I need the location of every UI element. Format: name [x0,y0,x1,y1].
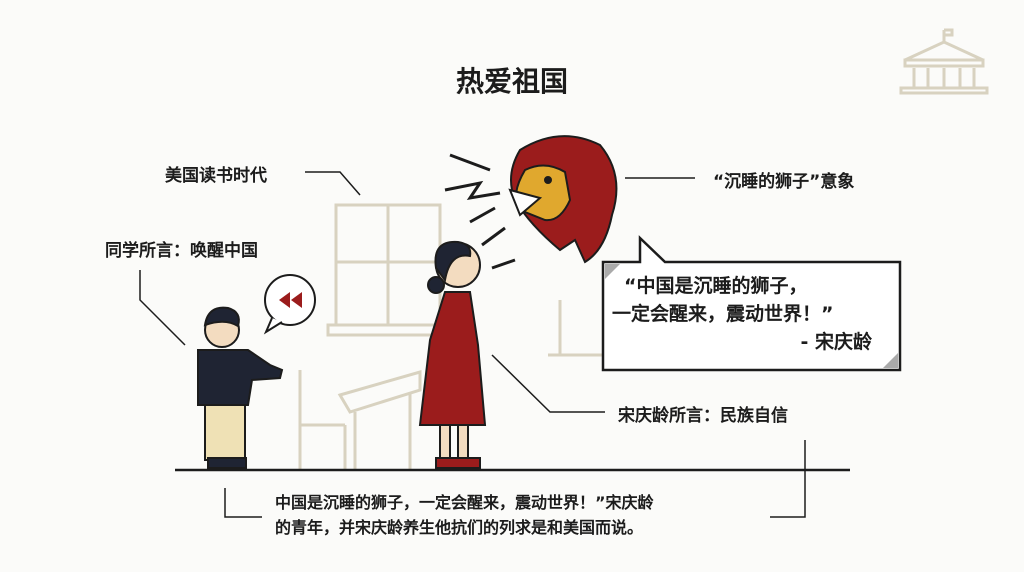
label-lion-image: “沉睡的狮子”意象 [713,172,855,192]
caption-line-2: 的青年，并宋庆龄养生他抗们的列求是和美国而说。 [275,518,644,537]
rewind-icon [279,292,302,308]
chair [298,370,422,470]
page-title: 热爱祖国 [455,65,568,98]
woman-figure [418,240,487,469]
caption-line-1: 中国是沉睡的狮子，一定会醒来，震动世界！”宋庆龄 [275,493,654,512]
rewind-speech-bubble [263,274,316,335]
label-us-study: 美国读书时代 [165,166,267,186]
connector-lines [139,171,806,518]
quote-author: - 宋庆龄 [800,331,872,353]
quote-line-1: “中国是沉睡的狮子， [624,275,808,297]
quote-box [601,235,902,372]
label-classmate: 同学所言：唤醒中国 [105,241,258,261]
caption: 中国是沉睡的狮子，一定会醒来，震动世界！”宋庆龄 的青年，并宋庆龄养生他抗们的列… [275,490,654,540]
quote-line-2: 一定会醒来，震动世界！” [612,303,834,325]
boy-figure [197,306,284,469]
label-soong-said: 宋庆龄所言：民族自信 [618,406,788,426]
shout-lines [444,153,516,270]
lion-head [508,135,618,264]
quote-text: “中国是沉睡的狮子， 一定会醒来，震动世界！” - 宋庆龄 [612,272,890,356]
building-icon [899,28,989,95]
